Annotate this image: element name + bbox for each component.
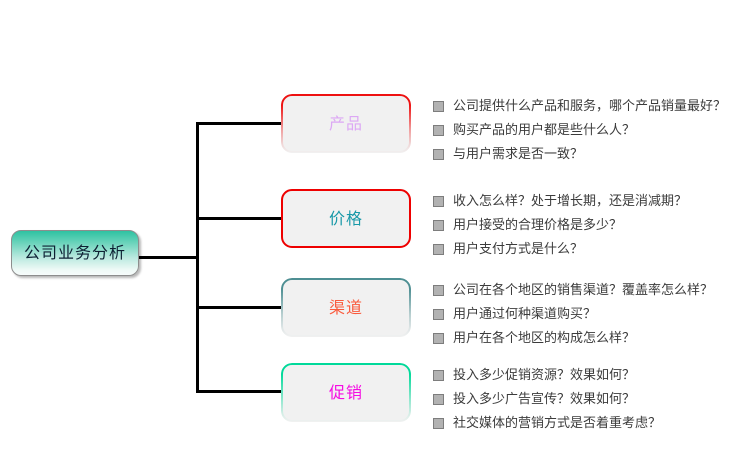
question-item[interactable]: 用户在各个地区的构成怎么样？ — [433, 329, 745, 349]
question-text: 社交媒体的营销方式是否着重考虑？ — [453, 416, 662, 431]
connector-branch-1 — [196, 217, 282, 220]
square-bullet-icon — [433, 196, 444, 207]
question-item[interactable]: 用户支付方式是什么？ — [433, 240, 745, 260]
connector-trunk — [196, 122, 199, 393]
question-item[interactable]: 社交媒体的营销方式是否着重考虑？ — [433, 414, 745, 434]
connector-branch-3 — [196, 390, 282, 393]
square-bullet-icon — [433, 149, 444, 160]
square-bullet-icon — [433, 309, 444, 320]
question-text: 与用户需求是否一致？ — [453, 147, 584, 162]
square-bullet-icon — [433, 244, 444, 255]
root-node-label: 公司业务分析 — [23, 243, 126, 262]
square-bullet-icon — [433, 125, 444, 136]
square-bullet-icon — [433, 370, 444, 381]
question-text: 购买产品的用户都是些什么人？ — [453, 123, 636, 138]
root-node[interactable]: 公司业务分析 — [11, 230, 139, 276]
square-bullet-icon — [433, 220, 444, 231]
question-item[interactable]: 投入多少广告宣传？效果如何？ — [433, 390, 745, 410]
branch-node-channel[interactable]: 渠道 — [281, 278, 411, 337]
square-bullet-icon — [433, 333, 444, 344]
branch-node-label: 价格 — [328, 208, 363, 228]
question-text: 用户接受的合理价格是多少？ — [453, 218, 623, 233]
square-bullet-icon — [433, 285, 444, 296]
question-item[interactable]: 购买产品的用户都是些什么人？ — [433, 121, 745, 141]
question-text: 用户通过何种渠道购买？ — [453, 307, 597, 322]
question-item[interactable]: 公司在各个地区的销售渠道？覆盖率怎么样？ — [433, 281, 745, 301]
connector-root-stub — [139, 256, 199, 259]
question-item[interactable]: 用户通过何种渠道购买？ — [433, 305, 745, 325]
branch-node-promotion[interactable]: 促销 — [281, 363, 411, 422]
connector-branch-2 — [196, 306, 282, 309]
question-item[interactable]: 用户接受的合理价格是多少？ — [433, 216, 745, 236]
branch-node-label: 渠道 — [328, 297, 363, 317]
question-text: 公司在各个地区的销售渠道？覆盖率怎么样？ — [453, 283, 714, 298]
square-bullet-icon — [433, 394, 444, 405]
question-text: 投入多少促销资源？效果如何？ — [453, 368, 636, 383]
square-bullet-icon — [433, 418, 444, 429]
question-text: 用户在各个地区的构成怎么样？ — [453, 331, 636, 346]
branch-node-price[interactable]: 价格 — [281, 189, 411, 248]
question-item[interactable]: 与用户需求是否一致？ — [433, 145, 745, 165]
question-item[interactable]: 收入怎么样？处于增长期，还是消减期？ — [433, 192, 745, 212]
question-text: 用户支付方式是什么？ — [453, 242, 584, 257]
branch-node-label: 产品 — [328, 113, 363, 133]
question-item[interactable]: 投入多少促销资源？效果如何？ — [433, 366, 745, 386]
question-group-channel: 公司在各个地区的销售渠道？覆盖率怎么样？ 用户通过何种渠道购买？ 用户在各个地区… — [433, 281, 745, 353]
branch-node-label: 促销 — [328, 382, 363, 402]
question-text: 公司提供什么产品和服务，哪个产品销量最好？ — [453, 99, 727, 114]
question-text: 收入怎么样？处于增长期，还是消减期？ — [453, 194, 688, 209]
question-group-product: 公司提供什么产品和服务，哪个产品销量最好？ 购买产品的用户都是些什么人？ 与用户… — [433, 97, 745, 169]
question-item[interactable]: 公司提供什么产品和服务，哪个产品销量最好？ — [433, 97, 745, 117]
branch-node-product[interactable]: 产品 — [281, 94, 411, 153]
question-text: 投入多少广告宣传？效果如何？ — [453, 392, 636, 407]
square-bullet-icon — [433, 101, 444, 112]
question-group-price: 收入怎么样？处于增长期，还是消减期？ 用户接受的合理价格是多少？ 用户支付方式是… — [433, 192, 745, 264]
connector-branch-0 — [196, 122, 282, 125]
question-group-promotion: 投入多少促销资源？效果如何？ 投入多少广告宣传？效果如何？ 社交媒体的营销方式是… — [433, 366, 745, 438]
